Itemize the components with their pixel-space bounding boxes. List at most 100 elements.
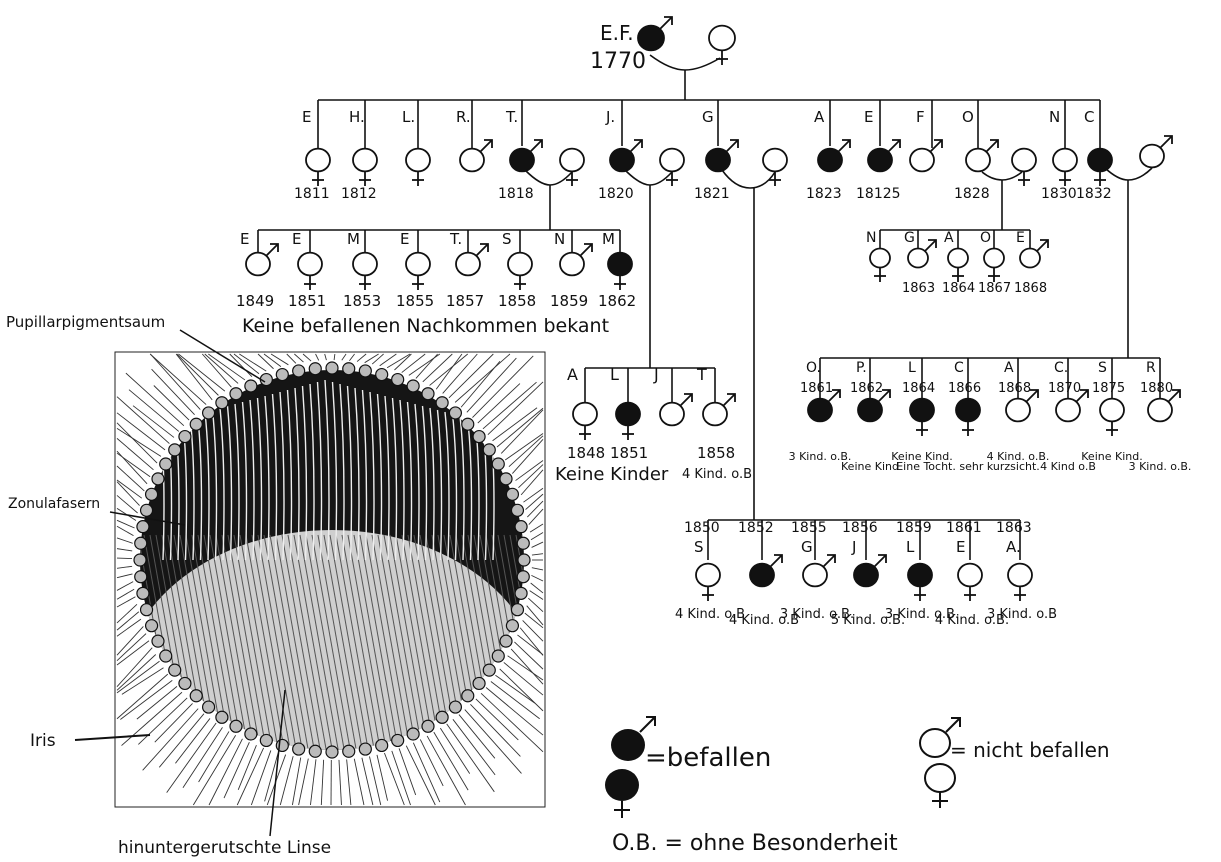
gen2-person bbox=[610, 140, 642, 171]
child-T-year: 1849 bbox=[236, 292, 274, 310]
child-J bbox=[660, 394, 692, 425]
legend-unaffected-female-symbol bbox=[925, 764, 955, 792]
child-T bbox=[298, 253, 322, 290]
child-J-name: T bbox=[696, 365, 707, 384]
child-C-name: R bbox=[1146, 360, 1156, 376]
child-C-year: 1861 bbox=[800, 381, 833, 396]
gen2-year: 1830 bbox=[1041, 186, 1077, 202]
child-C bbox=[1100, 399, 1124, 436]
child-C-name: C. bbox=[1054, 360, 1068, 376]
child-C-note: 3 Kind. o.B. bbox=[1129, 460, 1192, 473]
gen2-person bbox=[460, 140, 492, 171]
child-J-name: L bbox=[610, 365, 619, 384]
child-O-name: A bbox=[944, 230, 954, 246]
spouse-G bbox=[763, 149, 787, 186]
child-C-year: 1864 bbox=[902, 381, 935, 396]
note-no-children: Keine Kinder bbox=[555, 464, 669, 485]
child-G-name: A. bbox=[1006, 538, 1021, 556]
child-C-year: 1868 bbox=[998, 381, 1031, 396]
gen2-name: H. bbox=[349, 108, 365, 126]
child-C-name: P. bbox=[856, 360, 867, 376]
child-T bbox=[246, 244, 278, 275]
child-C-name: C bbox=[954, 360, 964, 376]
gen2-person bbox=[353, 149, 377, 186]
child-C-year: 1875 bbox=[1092, 381, 1125, 396]
gen2-year: 1820 bbox=[598, 186, 634, 202]
gen2-name: E bbox=[302, 108, 311, 126]
child-G bbox=[696, 564, 720, 601]
legend-affected-label: =befallen bbox=[645, 743, 771, 773]
child-O-year: 1863 bbox=[902, 281, 935, 296]
child-T bbox=[406, 253, 430, 290]
child-O-name: G bbox=[904, 230, 915, 246]
child-O-name: O bbox=[980, 230, 991, 246]
child-T-year: 1862 bbox=[598, 292, 636, 310]
child-G-year: 1852 bbox=[738, 520, 774, 536]
legend-affected-male-symbol bbox=[611, 729, 645, 761]
child-T-name: T. bbox=[449, 230, 462, 248]
legend-abbreviation: O.B. = ohne Besonderheit bbox=[612, 831, 898, 856]
gen2-person bbox=[510, 140, 542, 171]
legend: =befallen = nicht befallen O.B. = ohne B… bbox=[605, 717, 1110, 856]
gen2-person bbox=[1088, 149, 1112, 186]
child-T-name: M bbox=[347, 230, 360, 248]
child-G-name: E bbox=[956, 538, 965, 556]
child-G-year: 1859 bbox=[896, 520, 932, 536]
child-G-name: J bbox=[851, 538, 856, 556]
label-pupillary-margin: Pupillarpigmentsaum bbox=[6, 313, 165, 331]
gen2-name: J. bbox=[605, 108, 615, 126]
gen2-person bbox=[910, 140, 942, 171]
child-O-year: 1868 bbox=[1014, 281, 1047, 296]
child-O-name: N bbox=[866, 230, 876, 246]
label-lens: hinuntergerutschte Linse bbox=[118, 838, 331, 858]
child-G bbox=[854, 555, 886, 586]
child-C-name: S bbox=[1098, 360, 1107, 376]
gen2-name: R. bbox=[456, 108, 471, 126]
child-C-year: 1866 bbox=[948, 381, 981, 396]
child-T-name: N bbox=[554, 230, 565, 248]
gen2-name: O bbox=[962, 108, 974, 126]
gen2-name: E bbox=[864, 108, 873, 126]
child-J-year: 1858 bbox=[697, 444, 735, 462]
child-T-year: 1855 bbox=[396, 292, 434, 310]
gen2-person bbox=[706, 140, 738, 171]
gen2-person bbox=[818, 140, 850, 171]
child-G-name: L bbox=[906, 538, 915, 556]
child-G bbox=[750, 555, 782, 586]
spouse-O bbox=[1012, 149, 1036, 186]
child-C-year: 1880 bbox=[1140, 381, 1173, 396]
child-T-name: E bbox=[400, 230, 409, 248]
gen2-person bbox=[868, 140, 900, 171]
child-G-year: 1850 bbox=[684, 520, 720, 536]
child-O bbox=[984, 249, 1004, 283]
gen2-name: N bbox=[1049, 108, 1060, 126]
gen2-year: 1812 bbox=[341, 186, 377, 202]
progenitor-name: E.F. bbox=[600, 21, 634, 45]
gen2-person bbox=[306, 149, 330, 186]
spouse-C bbox=[1140, 136, 1172, 167]
gen2-name: C bbox=[1084, 108, 1094, 126]
gen2-name: A bbox=[814, 108, 825, 126]
child-G-note: 3 Kind. o.B bbox=[987, 607, 1057, 622]
child-C-name: A bbox=[1004, 360, 1014, 376]
child-T-name: M bbox=[602, 230, 615, 248]
legend-affected-female-symbol bbox=[605, 769, 639, 801]
gen2-year: 1832 bbox=[1076, 186, 1112, 202]
child-T-year: 1858 bbox=[498, 292, 536, 310]
child-T-name: E bbox=[240, 230, 249, 248]
child-O-year: 1864 bbox=[942, 281, 975, 296]
child-T bbox=[608, 253, 632, 290]
child-T-name: E bbox=[292, 230, 301, 248]
progenitor-year: 1770 bbox=[590, 49, 646, 74]
child-T bbox=[353, 253, 377, 290]
child-G-year: 1861 bbox=[946, 520, 982, 536]
child-C bbox=[910, 399, 934, 436]
child-C-year: 1870 bbox=[1048, 381, 1081, 396]
gen2-name: G bbox=[702, 108, 714, 126]
gen2-year: 1818 bbox=[498, 186, 534, 202]
gen2-year: 1821 bbox=[694, 186, 730, 202]
child-T bbox=[508, 253, 532, 290]
gen2-year: 1828 bbox=[954, 186, 990, 202]
progenitor-symbol bbox=[638, 17, 672, 50]
child-G-year: 1863 bbox=[996, 520, 1032, 536]
